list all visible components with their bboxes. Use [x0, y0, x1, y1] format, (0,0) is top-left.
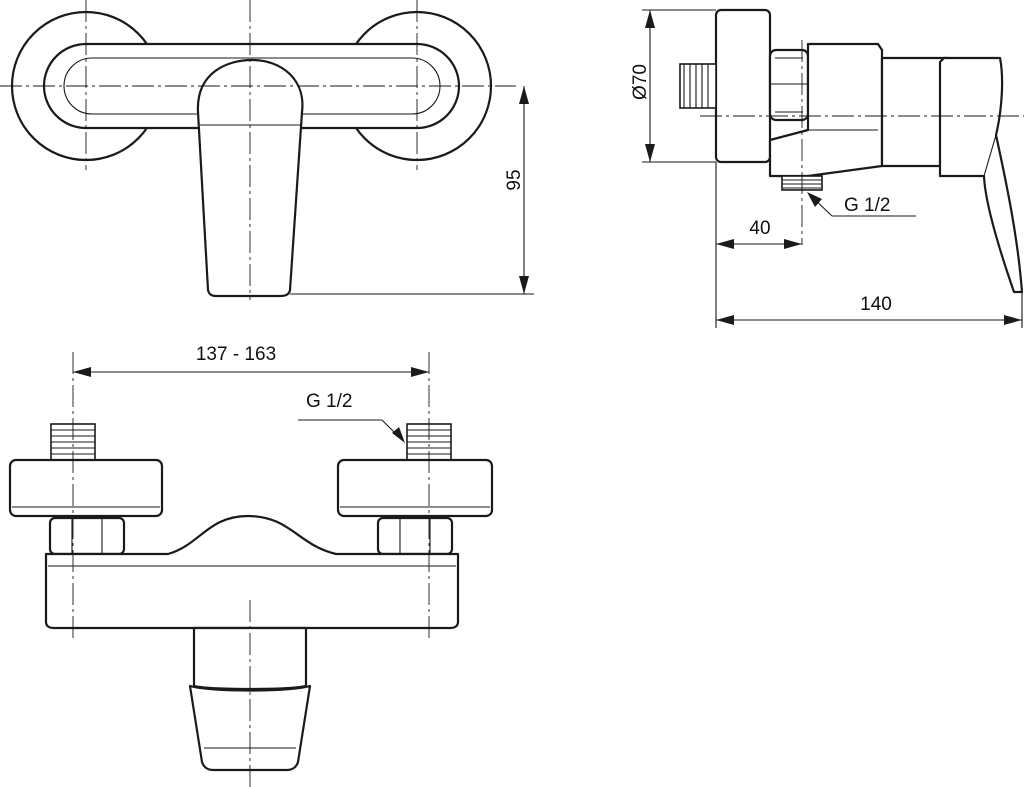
side-lever — [938, 56, 1024, 294]
front-body-inner — [63, 57, 441, 115]
top-rosette-left — [8, 458, 164, 518]
side-inlet-thread — [679, 63, 717, 109]
side-thread-label: G 1/2 — [844, 195, 890, 216]
top-rosette-right — [336, 458, 494, 518]
side-cartridge — [880, 56, 950, 168]
side-flange — [714, 8, 772, 164]
side-view: Ø70 G 1/2 40 140 — [630, 8, 1024, 328]
dim-140-label: 140 — [860, 294, 892, 315]
top-view: 137 - 163 G 1/2 — [8, 344, 494, 787]
front-view: 95 — [0, 0, 534, 300]
dim-95-label: 95 — [504, 169, 525, 190]
top-nut-left — [48, 516, 126, 556]
top-thread-label: G 1/2 — [306, 391, 352, 412]
dim-spacing-label: 137 - 163 — [196, 344, 276, 365]
dim-40-label: 40 — [749, 218, 770, 239]
top-nut-right — [376, 516, 454, 556]
top-body — [44, 514, 460, 630]
dim-70-label: Ø70 — [630, 64, 651, 100]
